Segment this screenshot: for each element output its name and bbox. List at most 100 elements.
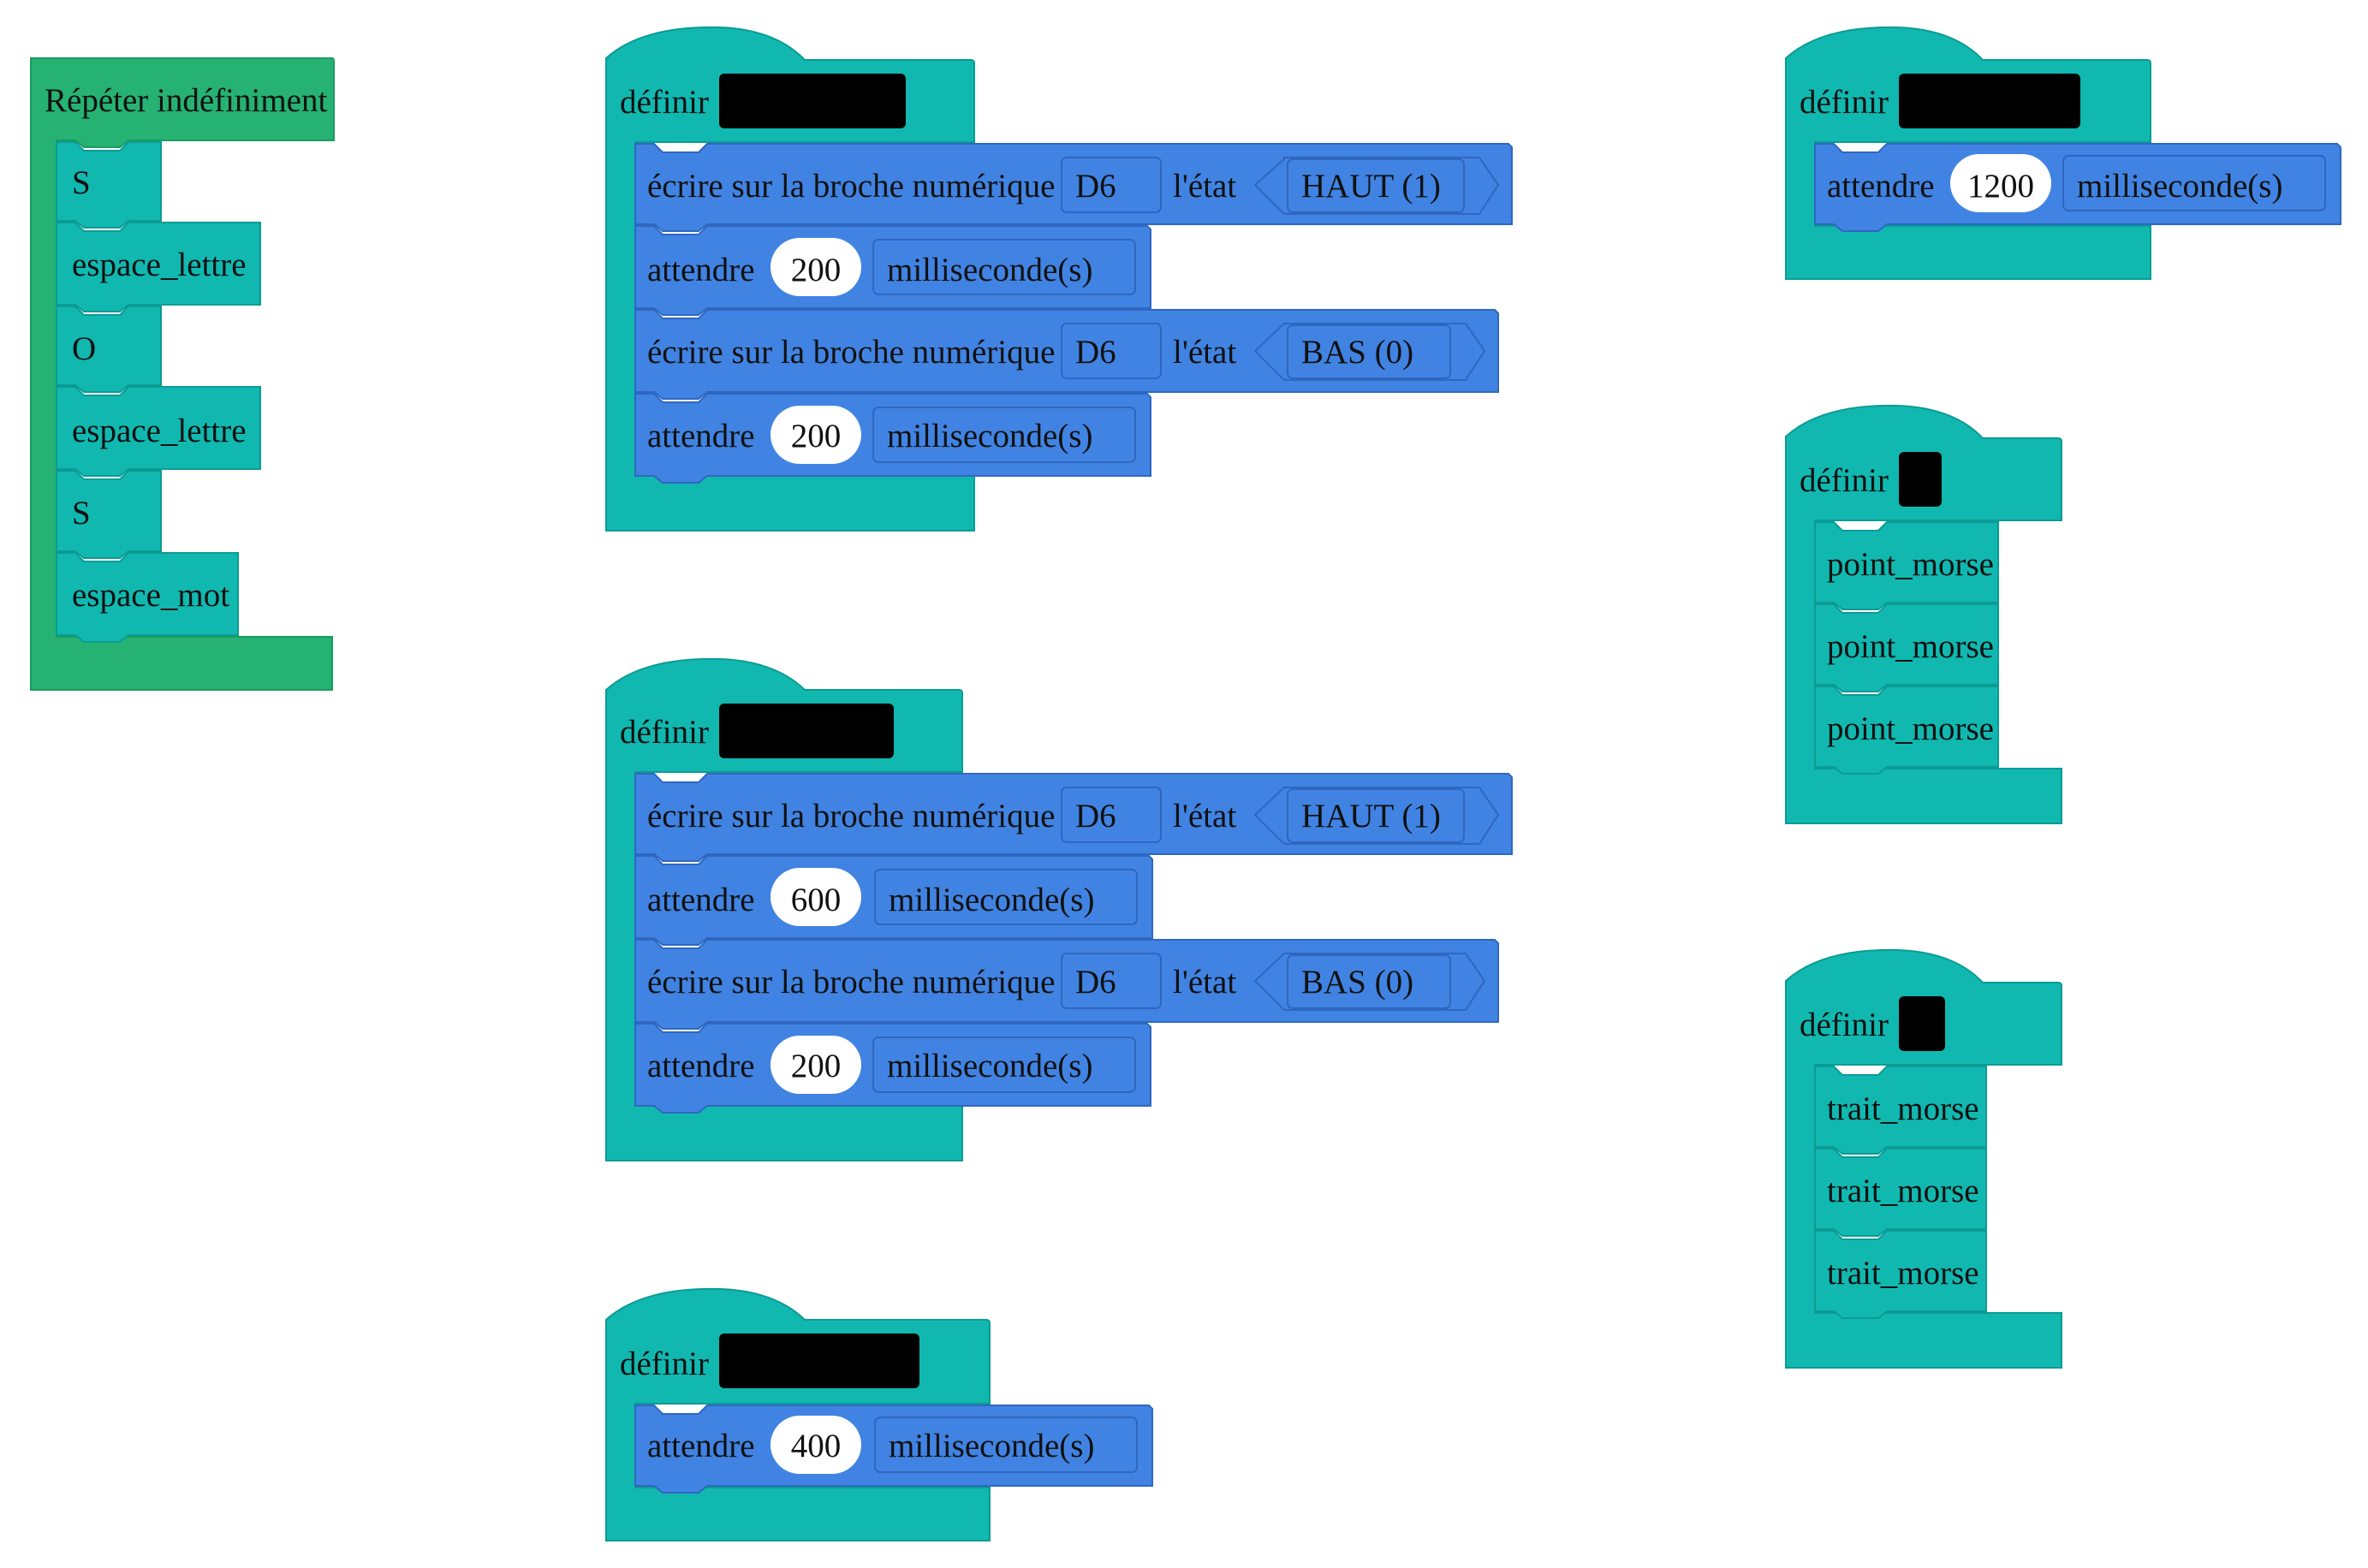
state-dropdown[interactable] <box>1253 323 1486 381</box>
state-label: l'état <box>1173 168 1236 205</box>
digital-write-high-block[interactable]: écrire sur la broche numérique D6 l'état… <box>634 143 1513 232</box>
state-value: HAUT (1) <box>1301 168 1441 205</box>
digital-write-label: écrire sur la broche numérique <box>647 964 1055 1001</box>
wait-input[interactable] <box>770 238 861 296</box>
define-point-block[interactable]: définir <box>605 26 975 532</box>
wait-block[interactable]: attendre 200 milliseconde(s) <box>634 1023 1151 1114</box>
unit-dropdown[interactable] <box>2062 155 2326 211</box>
unit-label: milliseconde(s) <box>889 882 1094 918</box>
redacted-function-name <box>719 1333 919 1388</box>
call-trait-morse-block[interactable]: trait_morse <box>1814 1230 1987 1319</box>
loop-item-label: O <box>72 330 96 367</box>
unit-dropdown[interactable] <box>872 239 1136 295</box>
call-label: point_morse <box>1827 628 1994 665</box>
wait-input[interactable] <box>770 1036 861 1094</box>
state-dropdown[interactable] <box>1253 787 1500 845</box>
define-s-block[interactable]: définir <box>1785 404 2062 824</box>
pin-dropdown[interactable] <box>1061 787 1162 843</box>
pin-dropdown[interactable] <box>1061 157 1162 213</box>
wait-value: 200 <box>791 418 842 454</box>
call-trait-morse-block[interactable]: trait_morse <box>1814 1066 1987 1155</box>
digital-write-low-block[interactable]: écrire sur la broche numérique D6 l'état… <box>634 309 1499 400</box>
digital-write-low-block[interactable]: écrire sur la broche numérique D6 l'état… <box>634 939 1499 1030</box>
wait-label: attendre <box>647 1048 755 1084</box>
call-trait-morse-block[interactable]: trait_morse <box>1814 1148 1987 1237</box>
call-label: trait_morse <box>1827 1090 1979 1127</box>
loop-item-label: S <box>72 495 91 532</box>
define-label: définir <box>1800 462 1889 499</box>
pin-value: D6 <box>1075 798 1116 834</box>
pin-dropdown[interactable] <box>1061 953 1162 1009</box>
loop-item-s-2[interactable]: S <box>56 470 162 559</box>
unit-label: milliseconde(s) <box>889 1428 1094 1464</box>
digital-write-high-block[interactable]: écrire sur la broche numérique D6 l'état… <box>634 773 1513 862</box>
unit-label: milliseconde(s) <box>887 252 1092 288</box>
wait-value: 200 <box>791 1048 842 1084</box>
redacted-function-name <box>1899 452 1942 507</box>
call-point-morse-block[interactable]: point_morse <box>1814 686 1999 775</box>
wait-block[interactable]: attendre 200 milliseconde(s) <box>634 393 1151 484</box>
define-label: définir <box>620 714 709 751</box>
wait-block[interactable]: attendre 200 milliseconde(s) <box>634 225 1151 316</box>
forever-loop-label: Répéter indéfiniment <box>45 82 327 119</box>
unit-dropdown[interactable] <box>872 407 1136 463</box>
loop-item-espace-lettre-1[interactable]: espace_lettre <box>56 222 261 312</box>
wait-input[interactable] <box>1950 154 2051 212</box>
loop-item-label: espace_lettre <box>72 246 247 283</box>
define-trait-block[interactable]: définir <box>605 657 963 1161</box>
wait-value: 400 <box>791 1428 842 1464</box>
pin-value: D6 <box>1075 334 1116 371</box>
define-label: définir <box>1800 1007 1889 1043</box>
wait-input[interactable] <box>770 406 861 464</box>
state-value: HAUT (1) <box>1301 798 1441 834</box>
state-value: BAS (0) <box>1301 964 1413 1001</box>
unit-label: milliseconde(s) <box>2077 168 2282 205</box>
unit-dropdown[interactable] <box>872 1036 1136 1093</box>
loop-item-label: espace_mot <box>72 577 229 614</box>
state-dropdown[interactable] <box>1253 953 1486 1011</box>
loop-item-o[interactable]: O <box>56 306 162 393</box>
define-label: définir <box>1800 84 1889 121</box>
define-label: définir <box>620 84 709 121</box>
loop-item-espace-lettre-2[interactable]: espace_lettre <box>56 386 261 477</box>
define-label: définir <box>620 1345 709 1382</box>
wait-input[interactable] <box>770 868 861 926</box>
call-point-morse-block[interactable]: point_morse <box>1814 521 1999 610</box>
redacted-function-name <box>719 704 894 758</box>
pin-value: D6 <box>1075 168 1116 205</box>
forever-loop-block[interactable]: Répéter indéfiniment <box>30 57 335 691</box>
loop-item-label: S <box>72 164 91 201</box>
wait-input[interactable] <box>770 1416 861 1474</box>
wait-label: attendre <box>647 252 755 288</box>
call-label: trait_morse <box>1827 1173 1979 1209</box>
wait-value: 1200 <box>1967 168 2034 205</box>
state-dropdown[interactable] <box>1253 157 1500 215</box>
wait-block[interactable]: attendre 1200 milliseconde(s) <box>1814 143 2341 232</box>
call-point-morse-block[interactable]: point_morse <box>1814 603 1999 692</box>
wait-block[interactable]: attendre 400 milliseconde(s) <box>634 1405 1153 1494</box>
loop-item-espace-mot[interactable]: espace_mot <box>56 552 239 643</box>
redacted-function-name <box>1899 74 2080 128</box>
call-label: point_morse <box>1827 710 1994 747</box>
redacted-function-name <box>1899 996 1945 1051</box>
pin-dropdown[interactable] <box>1061 323 1162 379</box>
loop-item-label: espace_lettre <box>72 413 247 449</box>
unit-dropdown[interactable] <box>874 1417 1138 1473</box>
wait-label: attendre <box>647 1428 755 1464</box>
redacted-function-name <box>719 74 906 128</box>
call-label: trait_morse <box>1827 1255 1979 1292</box>
loop-item-s-1[interactable]: S <box>56 141 162 229</box>
unit-dropdown[interactable] <box>874 869 1138 925</box>
digital-write-label: écrire sur la broche numérique <box>647 168 1055 205</box>
state-label: l'état <box>1173 798 1236 834</box>
pin-value: D6 <box>1075 964 1116 1001</box>
digital-write-label: écrire sur la broche numérique <box>647 334 1055 371</box>
wait-label: attendre <box>647 882 755 918</box>
define-espace-mot-block[interactable]: définir <box>1785 26 2151 280</box>
define-o-block[interactable]: définir <box>1785 948 2062 1369</box>
define-espace-lettre-block[interactable]: définir <box>605 1287 991 1541</box>
digital-write-label: écrire sur la broche numérique <box>647 798 1055 834</box>
wait-label: attendre <box>1827 168 1935 205</box>
wait-block[interactable]: attendre 600 milliseconde(s) <box>634 855 1153 946</box>
